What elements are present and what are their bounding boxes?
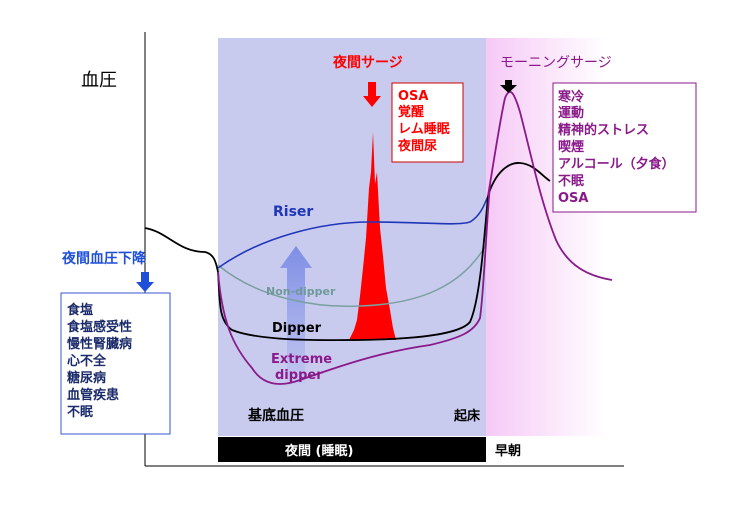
label-riser: Riser bbox=[273, 204, 313, 220]
y-axis-label: 血圧 bbox=[81, 70, 117, 91]
curve-non-dipper bbox=[217, 244, 487, 308]
morning-surge-causes: 寒冷 運動 精神的ストレス 喫煙 アルコール（夕食） 不眠 OSA bbox=[557, 89, 679, 206]
curve-dipper bbox=[144, 162, 551, 342]
morning-cause: OSA bbox=[558, 191, 588, 206]
morning-cause: 喫煙 bbox=[558, 139, 584, 155]
curve-extreme-dipper bbox=[217, 184, 491, 385]
morning-cause: アルコール（夕食） bbox=[558, 156, 675, 172]
night-cause: 覚醒 bbox=[397, 104, 424, 120]
night-surge-arrow bbox=[363, 82, 381, 107]
curve-riser bbox=[217, 195, 489, 269]
night-cause: レム睡眠 bbox=[398, 121, 450, 137]
morning-surge-arrow bbox=[500, 80, 517, 93]
morning-cause: 不眠 bbox=[558, 174, 584, 189]
morning-cause: 寒冷 bbox=[557, 89, 584, 105]
label-extreme-dipper-1: Extreme bbox=[271, 352, 332, 367]
night-bar bbox=[218, 437, 486, 462]
night-surge-box bbox=[391, 82, 464, 163]
nocturnal-dip-title: 夜間血圧下降 bbox=[61, 250, 147, 267]
morning-label: 早朝 bbox=[495, 443, 521, 459]
night-cause: 夜間尿 bbox=[397, 138, 437, 154]
night-surge-causes: OSA 覚醒 レム睡眠 夜間尿 bbox=[397, 89, 454, 154]
dip-cause: 慢性腎臓病 bbox=[67, 336, 132, 352]
dip-cause: 心不全 bbox=[67, 353, 107, 369]
night-cause: OSA bbox=[398, 89, 428, 104]
label-non-dipper: Non-dipper bbox=[266, 285, 336, 298]
nocturnal-dip-arrow bbox=[136, 272, 154, 292]
wake-up-label: 起床 bbox=[453, 408, 481, 424]
morning-cause: 精神的ストレス bbox=[558, 122, 649, 138]
label-dipper: Dipper bbox=[272, 321, 322, 336]
nocturnal-dip-box bbox=[60, 292, 171, 435]
nocturnal-dip-causes: 食塩 食塩感受性 慢性腎臓病 心不全 糖尿病 血管疾患 不眠 bbox=[67, 302, 137, 420]
dip-cause: 血管疾患 bbox=[67, 387, 119, 403]
dip-cause: 糖尿病 bbox=[67, 370, 106, 386]
night-bar-label: 夜間 (睡眠) bbox=[284, 443, 353, 459]
morning-surge-box bbox=[552, 82, 697, 213]
dip-cause: 食塩感受性 bbox=[67, 319, 132, 335]
morning-cause: 運動 bbox=[558, 105, 584, 121]
rise-arrow bbox=[280, 246, 312, 384]
night-surge-spike bbox=[349, 132, 396, 340]
dip-cause: 食塩 bbox=[67, 302, 93, 318]
dip-cause: 不眠 bbox=[67, 405, 93, 420]
curve-morning-surge bbox=[487, 90, 613, 281]
label-extreme-dipper-2: dipper bbox=[275, 368, 323, 383]
night-surge-title: 夜間サージ bbox=[332, 54, 403, 71]
morning-surge-title: モーニングサージ bbox=[500, 55, 612, 71]
basal-bp-label: 基底血圧 bbox=[248, 407, 304, 424]
